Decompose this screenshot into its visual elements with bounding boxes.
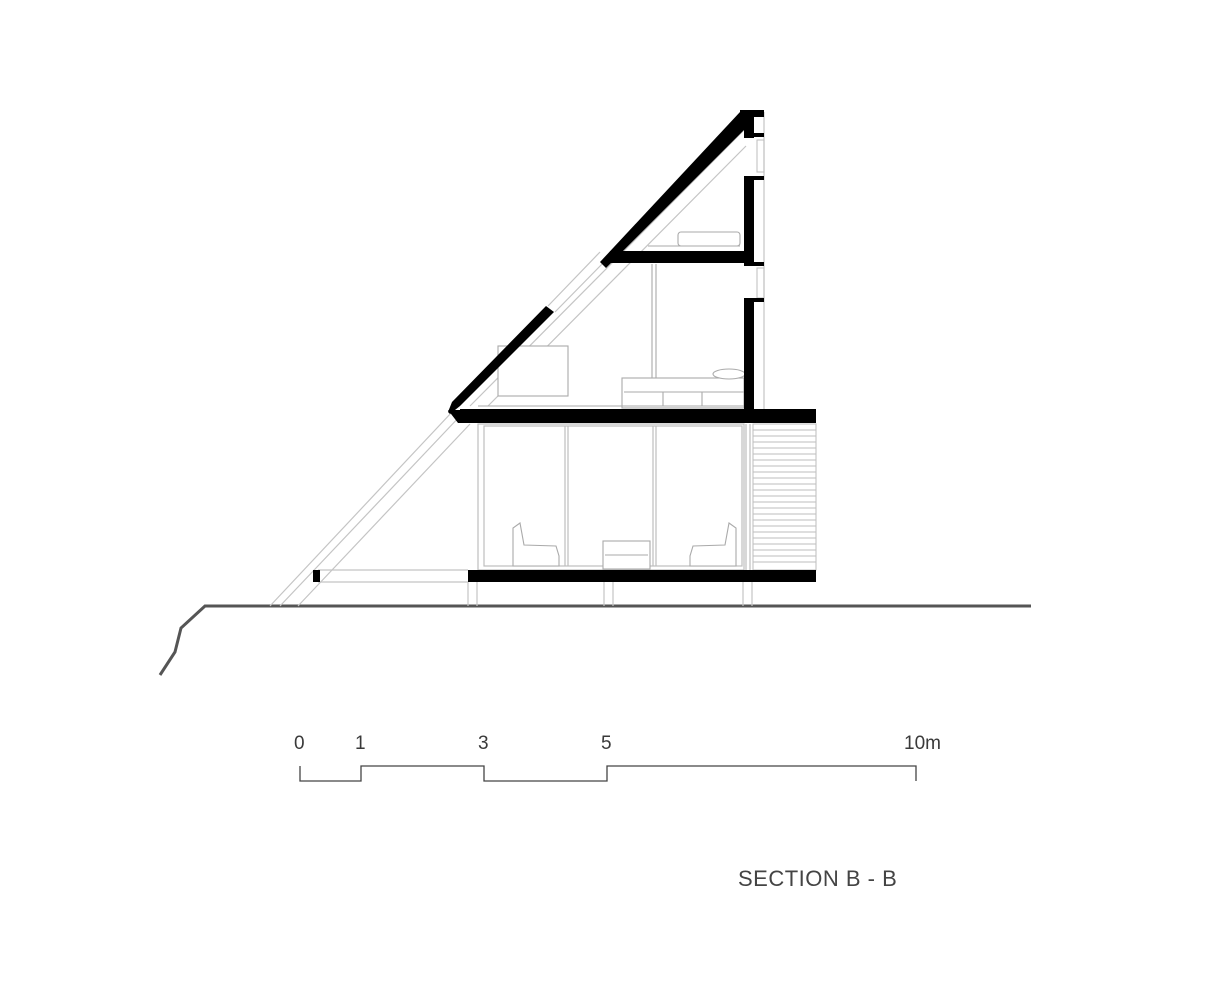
side-windows bbox=[756, 139, 765, 299]
scale-tick-3: 3 bbox=[478, 733, 489, 754]
scale-tick-10m: 10m bbox=[904, 733, 941, 754]
scale-bar bbox=[299, 765, 917, 782]
first-floor-furniture bbox=[478, 264, 746, 409]
timber-cladding bbox=[752, 423, 817, 571]
scale-tick-0: 0 bbox=[294, 733, 305, 754]
ground-floor-furniture bbox=[512, 522, 737, 570]
structure-cut bbox=[313, 110, 816, 582]
armchair-left bbox=[512, 522, 560, 567]
ground-floor-glazing bbox=[477, 423, 751, 571]
armchair-right bbox=[689, 522, 737, 567]
scale-tick-5: 5 bbox=[601, 733, 612, 754]
ground-line bbox=[158, 604, 1031, 676]
bed bbox=[677, 231, 741, 247]
scale-tick-1: 1 bbox=[355, 733, 366, 754]
loft-furniture bbox=[648, 231, 741, 247]
drawing-title: SECTION B - B bbox=[738, 866, 898, 891]
bench-cabinet bbox=[621, 377, 745, 409]
basin bbox=[712, 368, 746, 380]
